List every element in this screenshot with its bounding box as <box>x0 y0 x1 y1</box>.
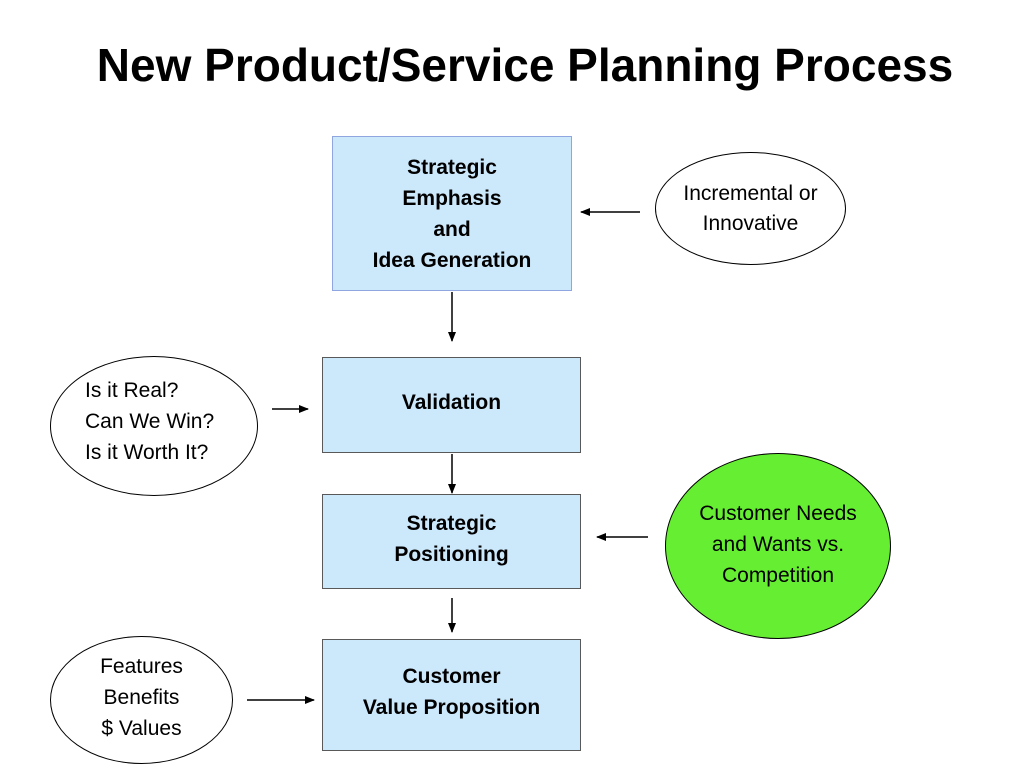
oval-label-line: and Wants vs. <box>711 533 845 556</box>
oval-label-line: Customer Needs <box>699 502 857 525</box>
box-label-line: Strategic <box>406 511 497 535</box>
box-label-line: Value Proposition <box>362 696 541 719</box>
strategic-positioning-box: Strategic Positioning <box>322 494 581 589</box>
oval-label-line: Is it Real? <box>85 378 179 402</box>
validation-questions-oval: Is it Real? Can We Win? Is it Worth It? <box>50 356 258 496</box>
features-benefits-oval: Features Benefits $ Values <box>50 636 233 764</box>
customer-value-proposition-box: Customer Value Proposition <box>322 639 581 751</box>
box-label-line: Positioning <box>394 542 509 566</box>
incremental-innovative-oval: Incremental or Innovative <box>655 152 846 265</box>
box-label-line: Customer <box>402 665 501 688</box>
oval-label-line: Benefits <box>103 685 180 709</box>
strategic-emphasis-box: Strategic Emphasis and Idea Generation <box>332 136 572 291</box>
box-label-line: Validation <box>401 390 502 414</box>
oval-label-line: Innovative <box>702 212 799 235</box>
box-label-line: Emphasis <box>402 186 502 210</box>
customer-needs-oval: Customer Needs and Wants vs. Competition <box>665 453 891 639</box>
oval-label-line: Incremental or <box>683 182 818 205</box>
validation-box: Validation <box>322 357 581 453</box>
oval-label-line: Features <box>100 654 183 678</box>
box-label-line: Idea Generation <box>372 248 532 272</box>
page-title: New Product/Service Planning Process <box>96 39 954 91</box>
oval-label-line: $ Values <box>101 716 182 740</box>
oval-label-line: Competition <box>721 564 835 587</box>
box-label-line: and <box>433 217 471 241</box>
box-label-line: Strategic <box>407 155 497 179</box>
oval-label-line: Can We Win? <box>85 409 215 433</box>
oval-label-line: Is it Worth It? <box>85 440 209 464</box>
